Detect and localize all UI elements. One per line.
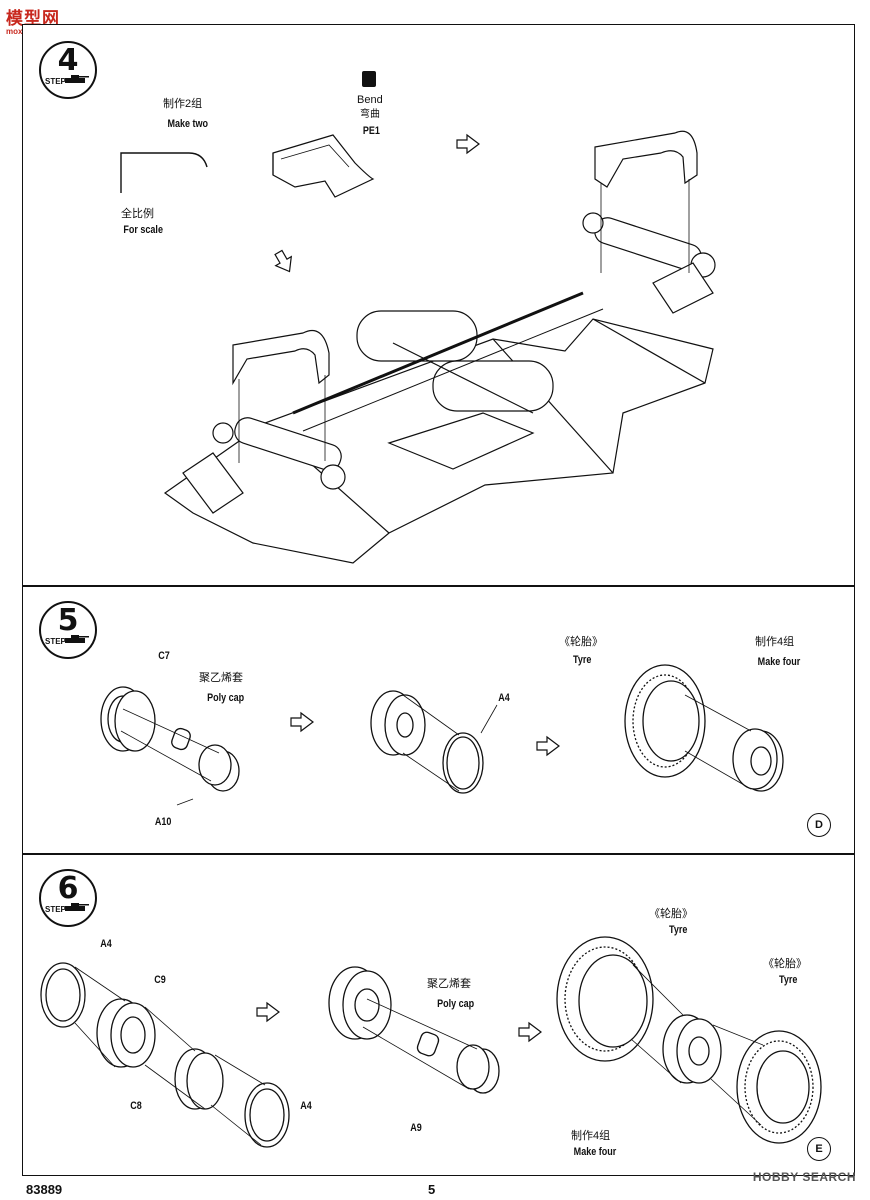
dual-hub-exploded: [40, 962, 290, 1148]
tyre-zh: 《轮胎》: [559, 636, 603, 648]
tank-icon: [65, 903, 89, 911]
watermark: HOBBY SEARCH: [752, 1170, 856, 1184]
step-6-panel: 6 STEP A4 C9 C8 A4 聚乙烯套 Pol: [22, 854, 855, 1176]
poly-cap-zh: 聚乙烯套: [427, 978, 471, 990]
make-two-zh: 制作2组: [163, 98, 203, 110]
hub-a9-exploded: [328, 966, 500, 1094]
bend-icon: [362, 71, 376, 87]
tank-icon: [65, 635, 89, 643]
part-c9: C9: [154, 974, 166, 986]
make-two-en: Make two: [167, 118, 209, 130]
step-4-panel: 4 STEP 制作2组 Make two 全比例 For scale Bend …: [22, 24, 855, 586]
flow-arrow-icon: [536, 735, 560, 757]
dual-tyre-assembly: [556, 936, 822, 1144]
flow-arrow-icon: [290, 711, 314, 733]
tyre-wheel-assembly: [624, 664, 784, 792]
full-scale-zh: 全比例: [121, 208, 154, 220]
step-number: 5: [57, 603, 79, 638]
tyre2-en: Tyre: [779, 974, 798, 986]
part-a4-bottom: A4: [300, 1100, 312, 1112]
step-word: STEP: [45, 905, 66, 914]
tyre-en: Tyre: [573, 654, 592, 666]
scale-template: [120, 152, 208, 193]
part-a10: A10: [154, 816, 172, 828]
flow-arrow-down-icon: [274, 249, 293, 273]
part-a4: A4: [498, 692, 510, 704]
flow-arrow-icon: [518, 1021, 542, 1043]
step-5-panel: 5 STEP C7 聚乙烯套 Poly cap A10 A4: [22, 586, 855, 854]
part-c8: C8: [130, 1100, 142, 1112]
part-pe1: PE1: [362, 125, 380, 137]
poly-cap-zh: 聚乙烯套: [199, 672, 243, 684]
make-four-en: Make four: [573, 1146, 617, 1158]
full-scale-en: For scale: [123, 224, 163, 236]
tank-icon: [65, 75, 89, 83]
part-a9: A9: [410, 1122, 422, 1134]
step-5-badge: 5 STEP: [39, 601, 97, 659]
step-word: STEP: [45, 77, 66, 86]
make-four-zh: 制作4组: [755, 636, 795, 648]
step-number: 6: [57, 871, 79, 906]
make-four-zh: 制作4组: [571, 1130, 611, 1142]
flow-arrow-icon: [256, 1001, 280, 1023]
page-number: 5: [428, 1182, 436, 1197]
hub-c7-exploded: [100, 686, 240, 806]
poly-cap-en: Poly cap: [207, 692, 245, 704]
kit-number: 83889: [26, 1182, 63, 1197]
step-4-badge: 4 STEP: [39, 41, 97, 99]
step-6-badge: 6 STEP: [39, 869, 97, 927]
sub-assembly-tag-e: E: [807, 1137, 831, 1161]
step-number: 4: [57, 43, 79, 78]
hub-a4-assembly: [370, 690, 498, 794]
make-four-en: Make four: [757, 656, 801, 668]
part-a4-top: A4: [100, 938, 112, 950]
part-c7: C7: [158, 650, 170, 662]
step-word: STEP: [45, 637, 66, 646]
tyre1-en: Tyre: [669, 924, 688, 936]
tyre2-zh: 《轮胎》: [763, 958, 807, 970]
bend-en: Bend: [357, 94, 383, 106]
sub-assembly-tag-d: D: [807, 813, 831, 837]
poly-cap-en: Poly cap: [437, 998, 475, 1010]
chassis-assembly-drawing: [163, 130, 716, 564]
bend-zh: 弯曲: [360, 109, 380, 120]
flow-arrow-icon: [456, 133, 480, 155]
tyre1-zh: 《轮胎》: [649, 908, 693, 920]
logo-text: 模型网: [6, 9, 60, 28]
pe1-fender-part: [272, 134, 375, 198]
